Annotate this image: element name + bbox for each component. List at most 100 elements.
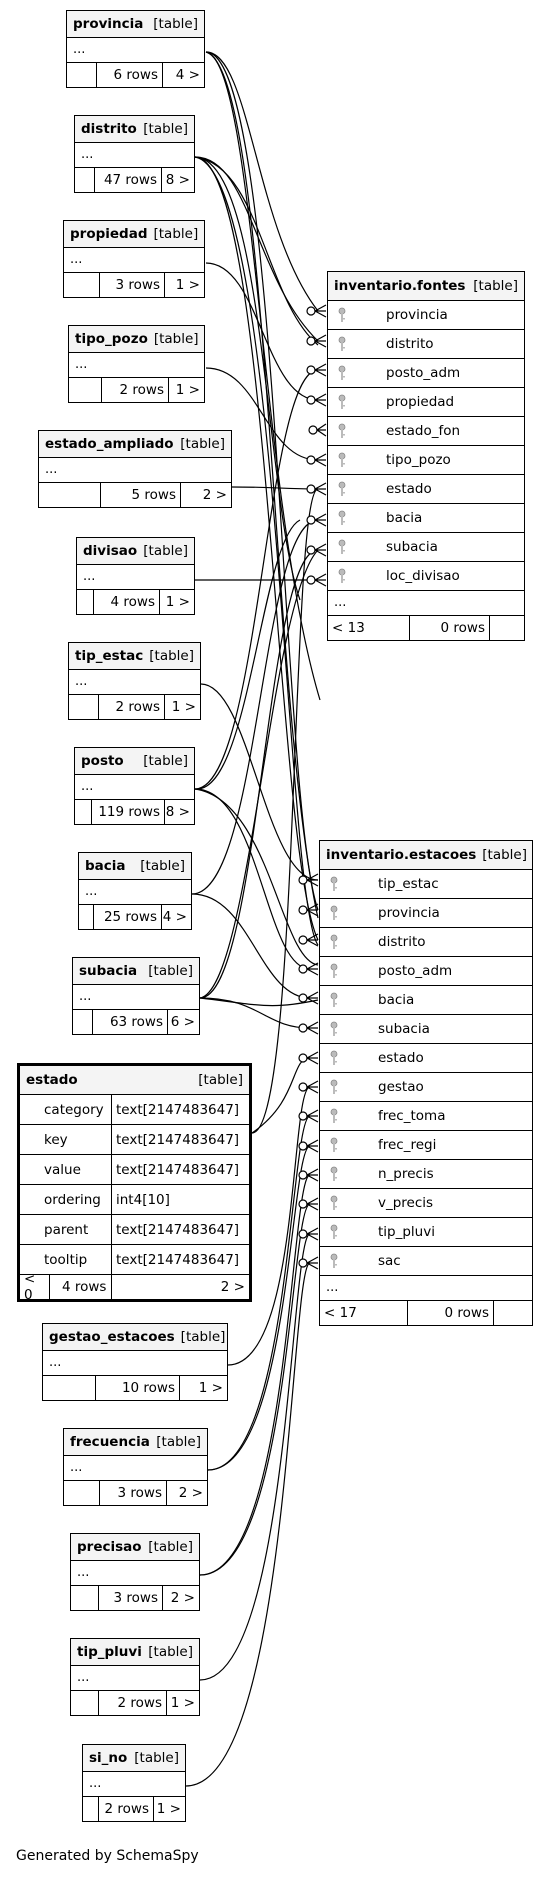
children-link[interactable]: 2 > xyxy=(178,1485,203,1501)
children-link[interactable]: 6 > xyxy=(170,1014,195,1030)
children-cell xyxy=(490,616,524,640)
columns-ellipsis: ... xyxy=(43,1351,227,1376)
children-link[interactable]: 8 > xyxy=(165,172,190,188)
parents-cell xyxy=(64,1481,100,1505)
column-name: v_precis xyxy=(378,1195,434,1211)
table-name: tip_pluvi xyxy=(77,1644,142,1660)
foreign-key-icon xyxy=(320,934,376,950)
table-tag: [table] xyxy=(140,858,185,874)
children-link[interactable]: 1 > xyxy=(171,699,196,715)
children-link[interactable]: 2 > xyxy=(202,487,227,503)
table-tag: [table] xyxy=(180,436,225,452)
column-row: bacia xyxy=(328,504,524,533)
parents-link[interactable]: < 0 xyxy=(20,1271,50,1303)
table-header: divisao[table] xyxy=(77,538,194,565)
column-name: loc_divisao xyxy=(386,568,460,584)
column-row: v_precis xyxy=(320,1189,532,1218)
children-link[interactable]: 1 > xyxy=(170,1695,195,1711)
children-link[interactable]: 1 > xyxy=(156,1801,181,1817)
column-name: posto_adm xyxy=(386,365,461,381)
column-row: distrito xyxy=(320,928,532,957)
row-count: 119 rows xyxy=(92,800,165,824)
parents-cell xyxy=(69,695,99,719)
column-name: sac xyxy=(378,1253,401,1269)
table-header: estado_ampliado [table] xyxy=(39,431,231,458)
row-count: 2 rows xyxy=(99,695,165,719)
children-link[interactable]: 4 > xyxy=(175,67,200,83)
parents-cell xyxy=(71,1586,99,1610)
table-header: tip_pluvi [table] xyxy=(71,1639,199,1666)
column-row: provincia xyxy=(320,899,532,928)
parents-cell xyxy=(67,63,97,87)
children-link[interactable]: 1 > xyxy=(165,594,190,610)
foreign-key-icon xyxy=(320,905,376,921)
column-row: tipo_pozo xyxy=(328,446,524,475)
table-header: si_no[table] xyxy=(83,1745,185,1772)
foreign-key-icon xyxy=(320,1253,376,1269)
column-row: posto_adm xyxy=(320,957,532,986)
children-link[interactable]: 1 > xyxy=(175,277,200,293)
row-count: 3 rows xyxy=(100,1481,167,1505)
table-name: gestao_estacoes xyxy=(49,1329,175,1345)
table-header: estado[table] xyxy=(20,1066,249,1095)
table-name: bacia xyxy=(85,858,126,874)
table-name: estado_ampliado xyxy=(45,436,174,452)
foreign-key-icon xyxy=(320,1224,376,1240)
row-count: 0 rows xyxy=(408,1301,494,1325)
children-link[interactable]: 8 > xyxy=(165,804,190,820)
table-tag: [table] xyxy=(148,1644,193,1660)
children-link[interactable]: 4 > xyxy=(162,909,187,925)
column-name: subacia xyxy=(378,1021,430,1037)
table-tag: [table] xyxy=(149,648,194,664)
foreign-key-icon xyxy=(320,1137,376,1153)
columns-ellipsis: ... xyxy=(71,1561,199,1586)
children-link[interactable]: 2 > xyxy=(220,1279,245,1295)
columns-ellipsis: ... xyxy=(73,985,199,1010)
column-row: n_precis xyxy=(320,1160,532,1189)
parents-link[interactable]: < 17 xyxy=(320,1301,408,1325)
parents-cell xyxy=(75,800,92,824)
parents-link[interactable]: < 13 xyxy=(328,616,410,640)
children-link[interactable]: 2 > xyxy=(170,1590,195,1606)
table-header: subacia[table] xyxy=(73,958,199,985)
foreign-key-icon xyxy=(328,365,384,381)
table-name: si_no xyxy=(89,1750,128,1766)
columns-ellipsis: ... xyxy=(69,353,204,378)
column-row: estado xyxy=(328,475,524,504)
children-link[interactable]: 1 > xyxy=(175,382,200,398)
columns-ellipsis: ... xyxy=(39,458,231,483)
table-tag: [table] xyxy=(482,847,528,863)
column-row: posto_adm xyxy=(328,359,524,388)
parents-cell xyxy=(43,1376,96,1400)
children-link[interactable]: 1 > xyxy=(198,1380,223,1396)
table-header: distrito[table] xyxy=(75,116,194,143)
table-tag: [table] xyxy=(156,1434,201,1450)
table-name: inventario.estacoes xyxy=(326,847,477,863)
parents-cell xyxy=(77,590,94,614)
table-tag: [table] xyxy=(473,278,518,294)
row-count: 10 rows xyxy=(96,1376,180,1400)
